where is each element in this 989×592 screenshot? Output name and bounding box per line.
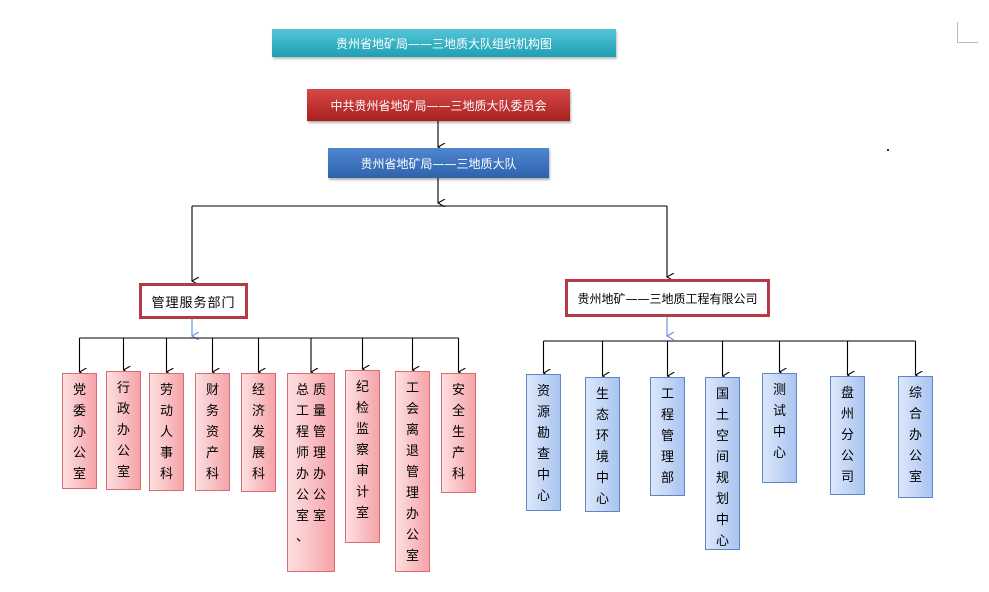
company-unit-5: 盘州分公司盘州分公司 — [830, 376, 865, 495]
company-unit-2: 工程管理部工程管理部 — [650, 377, 685, 496]
company-unit-3: 国土空间规划中心国土空间规划中心 — [705, 377, 740, 550]
party-committee-box: 中共贵州省地矿局——三地质大队委员会 — [307, 89, 570, 121]
chart-title: 贵州省地矿局——三地质大队组织机构图 — [272, 29, 616, 57]
company-unit-0: 资源勘查中心资源勘查中心 — [526, 374, 561, 511]
mgmt-unit-7: 工会离退管理办公室工会离退管理办公室 — [395, 371, 430, 572]
stray-dot — [887, 149, 889, 151]
mgmt-unit-6: 纪检监察审计室纪检监察审计室 — [345, 370, 380, 543]
company-unit-4: 测试中心测试中心 — [762, 373, 797, 483]
mgmt-unit-3: 财务资产科财务资产科 — [195, 373, 230, 491]
company-unit-6: 综合办公室综合办公室 — [898, 376, 933, 498]
page-corner-mark — [957, 22, 978, 43]
mgmt-unit-0: 党委办公室党委办公室 — [62, 373, 97, 489]
company-dept-box: 贵州地矿——三地质工程有限公司 — [565, 279, 770, 317]
mgmt-unit-2: 劳动人事科劳动人事科 — [149, 373, 184, 491]
brigade-box: 贵州省地矿局——三地质大队 — [328, 148, 549, 178]
management-dept-box: 管理服务部门 — [139, 283, 248, 319]
mgmt-unit-4: 经济发展科经济发展科 — [241, 373, 276, 492]
company-unit-1: 生态环境中心生态环境中心 — [585, 377, 620, 512]
mgmt-unit-1: 行政办公室行政办公室 — [106, 371, 141, 490]
mgmt-unit-8: 安全生产科安全生产科 — [441, 373, 476, 493]
